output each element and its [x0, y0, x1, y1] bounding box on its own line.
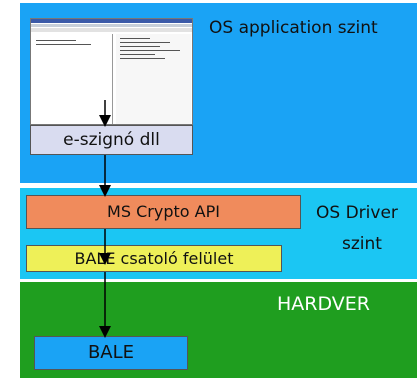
thumbnail-left-pane [32, 34, 113, 124]
thumbnail-toolbar [31, 28, 192, 32]
thumbnail-text-line [36, 40, 76, 41]
application-level-title: OS application szint [209, 18, 378, 38]
thumbnail-title-bar [31, 19, 192, 23]
hardware-level-title: HARDVER [277, 293, 370, 315]
thumbnail-text-line [120, 58, 165, 59]
thumbnail-menu-bar [31, 24, 192, 27]
thumbnail-text-line [120, 42, 170, 43]
driver-level-title-line2: szint [342, 234, 382, 254]
thumbnail-text-line [120, 54, 155, 55]
thumbnail-right-pane [116, 34, 191, 124]
thumbnail-text-line [36, 44, 91, 45]
application-screenshot-thumbnail [30, 18, 193, 125]
bale-device-box: BALE [34, 336, 188, 370]
driver-level-title-line1: OS Driver [316, 203, 398, 223]
thumbnail-text-line [120, 46, 160, 47]
thumbnail-text-line [120, 50, 180, 51]
e-szigno-dll-box: e-szignó dll [30, 125, 193, 155]
bale-interface-box: BALE csatoló felület [26, 245, 282, 272]
ms-crypto-api-box: MS Crypto API [26, 195, 301, 229]
thumbnail-text-line [120, 38, 150, 39]
